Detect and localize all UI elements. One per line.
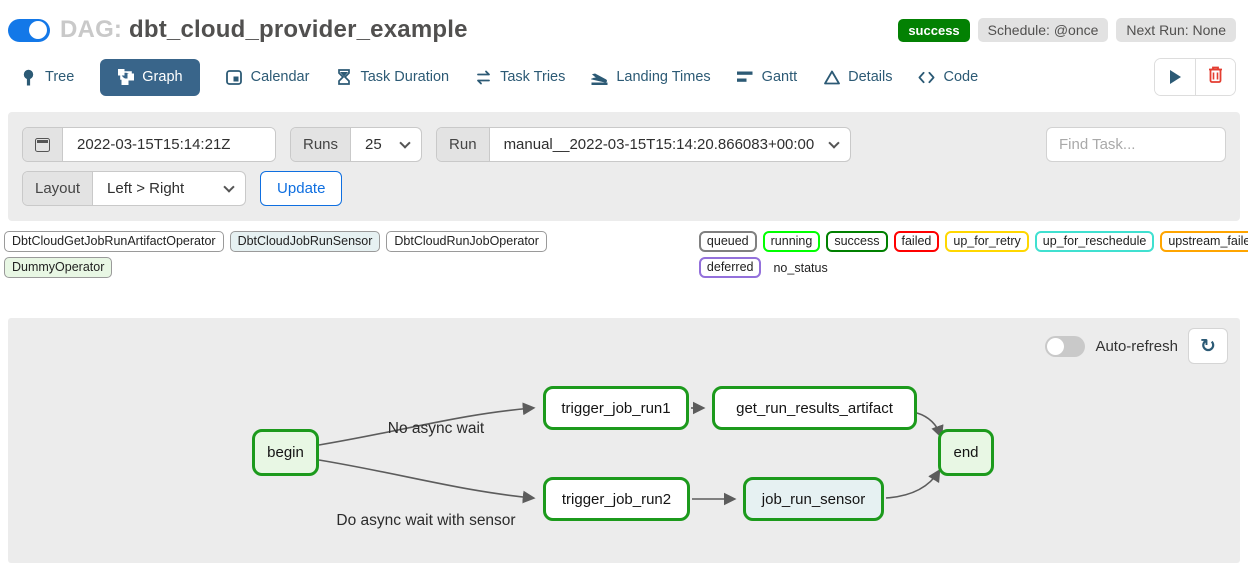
graph-controls: Auto-refresh ↻ — [1045, 328, 1228, 364]
tab-label: Details — [848, 69, 893, 85]
next-run-badge: Next Run: None — [1116, 18, 1236, 42]
toggle-knob — [1047, 337, 1065, 355]
edge-label-do-async-wait: Do async wait with sensor — [336, 512, 516, 529]
status-badge[interactable]: success — [826, 231, 888, 252]
edge-sensor-end — [885, 468, 941, 499]
page-title: DAG: dbt_cloud_provider_example — [60, 16, 468, 44]
trash-icon — [1208, 66, 1223, 88]
status-badge[interactable]: deferred — [698, 257, 762, 278]
runs-label: Runs — [291, 128, 352, 161]
tab-label: Tree — [45, 69, 75, 85]
dag-name: dbt_cloud_provider_example — [129, 16, 468, 43]
status-badge: no_status — [767, 257, 834, 278]
tab-landing-times[interactable]: Landing Times — [591, 69, 711, 86]
task-node-get-run-results-artifact[interactable]: get_run_results_artifact — [712, 386, 917, 430]
status-badge[interactable]: upstream_failed — [1160, 231, 1248, 252]
edge-begin-trigger1 — [318, 402, 536, 446]
tab-task-tries[interactable]: Task Tries — [475, 69, 565, 86]
repeat-icon — [475, 69, 492, 86]
operator-badge: DbtCloudGetJobRunArtifactOperator — [4, 231, 224, 252]
task-node-trigger-job-run2[interactable]: trigger_job_run2 — [543, 477, 690, 521]
layout-label: Layout — [23, 172, 94, 205]
status-legend: queued running success failed up_for_ret… — [698, 231, 1248, 278]
status-badge[interactable]: queued — [698, 231, 757, 252]
operator-badge: DbtCloudRunJobOperator — [386, 231, 547, 252]
graph-icon — [117, 69, 134, 86]
runs-select[interactable]: 25 — [351, 128, 400, 161]
code-brackets-icon — [918, 69, 935, 86]
tab-calendar[interactable]: Calendar — [226, 69, 310, 86]
graph-panel: Auto-refresh ↻ begin trigger_job_run1 ge… — [8, 318, 1240, 563]
details-triangle-icon — [823, 69, 840, 86]
operator-badge: DummyOperator — [4, 257, 113, 278]
layout-group: Layout Left > Right — [22, 171, 247, 206]
play-icon — [1169, 70, 1181, 84]
tab-label: Calendar — [250, 69, 310, 85]
operator-legend: DbtCloudGetJobRunArtifactOperator DbtClo… — [4, 231, 547, 278]
tab-graph[interactable]: Graph — [100, 58, 200, 96]
tab-label: Task Tries — [500, 69, 566, 85]
dag-edges — [318, 401, 944, 506]
tab-gantt[interactable]: Gantt — [737, 69, 797, 86]
refresh-icon: ↻ — [1200, 335, 1216, 357]
dag-header: DAG: dbt_cloud_provider_example success … — [0, 0, 1248, 44]
hourglass-icon — [335, 68, 352, 86]
view-tabs: Tree Graph Calendar Task Duration Task T… — [0, 44, 1248, 96]
chevron-down-icon — [223, 180, 235, 193]
tab-code[interactable]: Code — [918, 69, 978, 86]
gantt-bars-icon — [737, 69, 754, 86]
dag-action-buttons — [1154, 58, 1236, 96]
status-badge[interactable]: up_for_reschedule — [1034, 231, 1155, 252]
tab-label: Landing Times — [616, 69, 711, 85]
refresh-button[interactable]: ↻ — [1188, 328, 1228, 364]
layout-select[interactable]: Left > Right — [93, 172, 224, 205]
auto-refresh-label: Auto-refresh — [1095, 337, 1178, 355]
task-node-end[interactable]: end — [938, 429, 994, 476]
auto-refresh-toggle[interactable] — [1045, 335, 1086, 357]
calendar-picker-button[interactable] — [23, 128, 63, 161]
schedule-badge[interactable]: Schedule: @once — [977, 18, 1109, 42]
dag-label-prefix: DAG: — [60, 16, 123, 43]
find-task-input[interactable] — [1046, 127, 1226, 162]
calendar-icon — [226, 69, 243, 86]
tab-label: Gantt — [761, 69, 798, 85]
status-badge[interactable]: running — [762, 231, 821, 252]
runs-group: Runs 25 — [290, 127, 423, 162]
tab-details[interactable]: Details — [823, 69, 892, 86]
plane-landing-icon — [591, 69, 608, 86]
execution-date-input[interactable]: 2022-03-15T15:14:21Z — [63, 128, 275, 161]
tab-label: Code — [943, 69, 979, 85]
run-select[interactable]: manual__2022-03-15T15:14:20.866083+00:00 — [489, 128, 829, 161]
status-badge[interactable]: failed — [893, 231, 940, 252]
chevron-down-icon — [828, 136, 840, 149]
tab-label: Task Duration — [360, 69, 450, 85]
tree-icon — [20, 69, 37, 86]
edge-begin-trigger2 — [318, 459, 536, 504]
status-badge[interactable]: up_for_retry — [945, 231, 1029, 252]
execution-date-group: 2022-03-15T15:14:21Z — [22, 127, 276, 162]
filter-panel: 2022-03-15T15:14:21Z Runs 25 Run manual_… — [8, 112, 1240, 221]
edge-label-no-async-wait: No async wait — [387, 420, 485, 437]
edge-artifact-end — [916, 412, 944, 439]
task-node-job-run-sensor[interactable]: job_run_sensor — [743, 477, 884, 521]
run-group: Run manual__2022-03-15T15:14:20.866083+0… — [436, 127, 852, 162]
chevron-down-icon — [399, 136, 411, 149]
calendar-icon — [35, 137, 50, 152]
tab-task-duration[interactable]: Task Duration — [335, 68, 450, 86]
tab-label: Graph — [142, 69, 183, 85]
legend: DbtCloudGetJobRunArtifactOperator DbtClo… — [0, 221, 1248, 278]
run-label: Run — [437, 128, 490, 161]
toggle-knob — [29, 21, 47, 39]
tab-tree[interactable]: Tree — [20, 69, 74, 86]
dag-pause-toggle[interactable] — [8, 18, 50, 42]
update-button[interactable]: Update — [260, 171, 343, 206]
operator-badge: DbtCloudJobRunSensor — [229, 231, 381, 252]
trigger-dag-button[interactable] — [1155, 59, 1195, 95]
task-node-trigger-job-run1[interactable]: trigger_job_run1 — [543, 386, 689, 430]
dag-status-badge[interactable]: success — [898, 18, 970, 42]
delete-dag-button[interactable] — [1195, 59, 1235, 95]
task-node-begin[interactable]: begin — [252, 429, 319, 476]
